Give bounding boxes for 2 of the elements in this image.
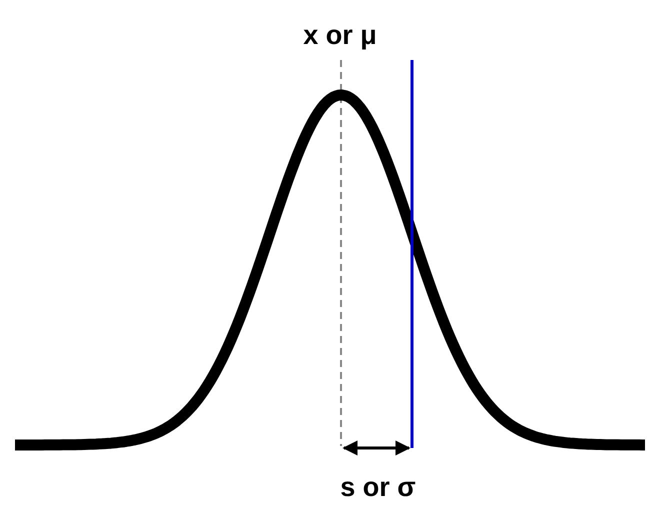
axis-label: s or σ xyxy=(340,474,416,501)
axis-label: x or μ xyxy=(303,22,377,49)
